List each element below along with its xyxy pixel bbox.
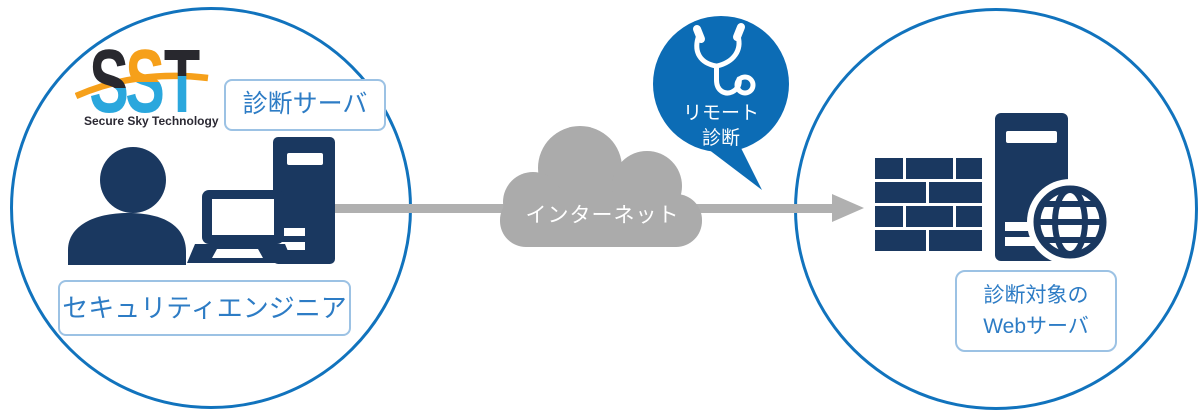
target-server-graphic [875,113,1113,265]
cloud-icon [500,126,702,247]
logo-letter-3: T [164,38,200,118]
badge-line-1: リモート [682,103,759,124]
bubble-tail [704,138,762,190]
security-engineer-label: セキュリティエンジニア [58,280,351,336]
diagnostic-server-label-text: 診断サーバ [242,90,368,119]
arrowhead-icon [832,194,864,222]
diagnostic-server-tower-icon [273,137,335,264]
security-engineer-label-text: セキュリティエンジニア [62,292,347,323]
logo-letter-2: S [125,38,165,118]
stethoscope-icon [693,23,756,96]
logo-company-name: Secure Sky Technology [84,114,219,128]
badge-line-2: 診断 [701,128,740,149]
remote-diagnosis-bubble [653,16,789,190]
laptop-icon [187,190,293,263]
firewall-icon [875,158,982,251]
diagnostic-server-label: 診断サーバ [224,79,386,131]
remote-diagnosis-badge-text: リモート 診断 [652,101,790,151]
sst-logo: S S T [75,38,209,118]
internet-label: インターネット [525,204,680,227]
logo-letter-1: S [89,38,129,118]
security-engineer-icon [68,147,186,265]
target-label-line-2: Webサーバ [983,315,1089,338]
target-web-server-label: 診断対象の Webサーバ [955,270,1117,352]
logo-swoosh-icon [75,72,209,99]
engineer-workstation-graphic [68,137,335,265]
target-label-line-1: 診断対象の [983,283,1089,307]
globe-icon [1027,179,1113,265]
